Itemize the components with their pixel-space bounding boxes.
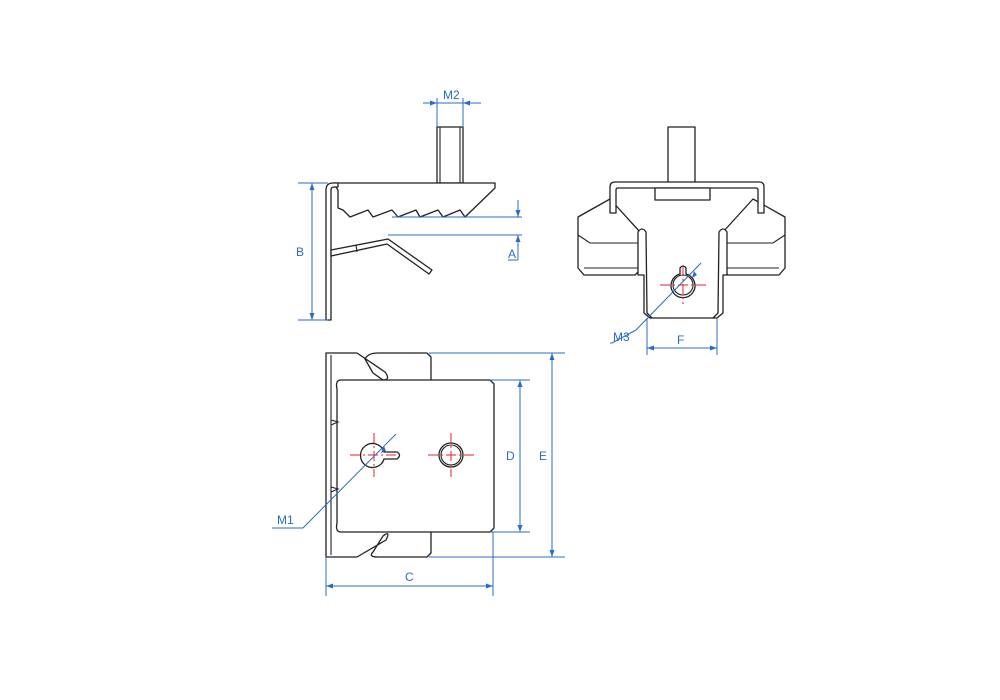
dim-label-c: C <box>405 570 414 584</box>
side-plate <box>325 182 339 321</box>
front-center-tab <box>637 228 728 319</box>
plan-plate <box>335 379 495 533</box>
plan-view <box>325 352 495 558</box>
dim-label-m2: M2 <box>443 88 460 102</box>
dim-label-m3: M3 <box>613 330 630 344</box>
plan-notch-top <box>330 419 340 426</box>
front-dimensions: M3 F <box>610 262 718 355</box>
front-view <box>577 126 786 319</box>
plan-dimensions: M1 C D E <box>272 352 565 596</box>
dim-label-a: A <box>508 247 516 261</box>
plan-notch-bottom <box>330 486 340 493</box>
plan-keyhole <box>359 442 401 469</box>
side-stud <box>436 126 464 184</box>
dim-label-f: F <box>677 333 684 347</box>
dim-label-b: B <box>296 245 304 259</box>
front-left-wing <box>577 198 641 276</box>
side-view <box>325 126 496 321</box>
front-stud <box>667 126 696 184</box>
side-toothed-jaw <box>332 182 496 218</box>
side-spring-arm <box>330 238 433 275</box>
front-nut-block <box>654 187 711 201</box>
dim-label-d: D <box>506 449 515 463</box>
plan-centerlines <box>350 433 475 477</box>
front-top-bracket <box>609 181 765 214</box>
side-dimensions: M2 B A <box>296 88 522 321</box>
dim-label-e: E <box>539 449 547 463</box>
front-centerline <box>660 266 706 304</box>
dim-label-m1: M1 <box>277 513 294 527</box>
front-right-wing <box>722 198 786 276</box>
